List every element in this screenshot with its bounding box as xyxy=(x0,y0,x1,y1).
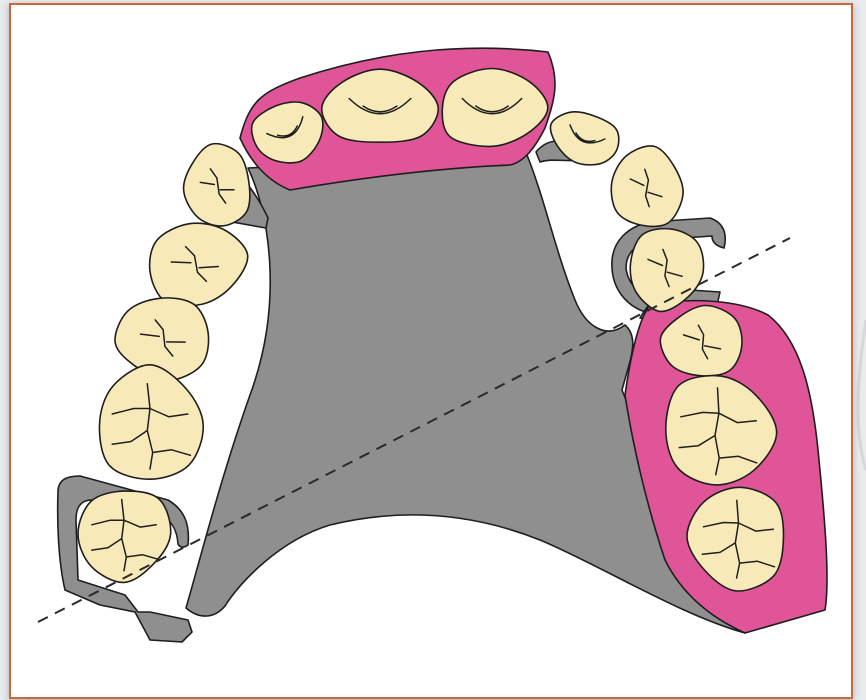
slide-curve-right xyxy=(858,320,866,470)
